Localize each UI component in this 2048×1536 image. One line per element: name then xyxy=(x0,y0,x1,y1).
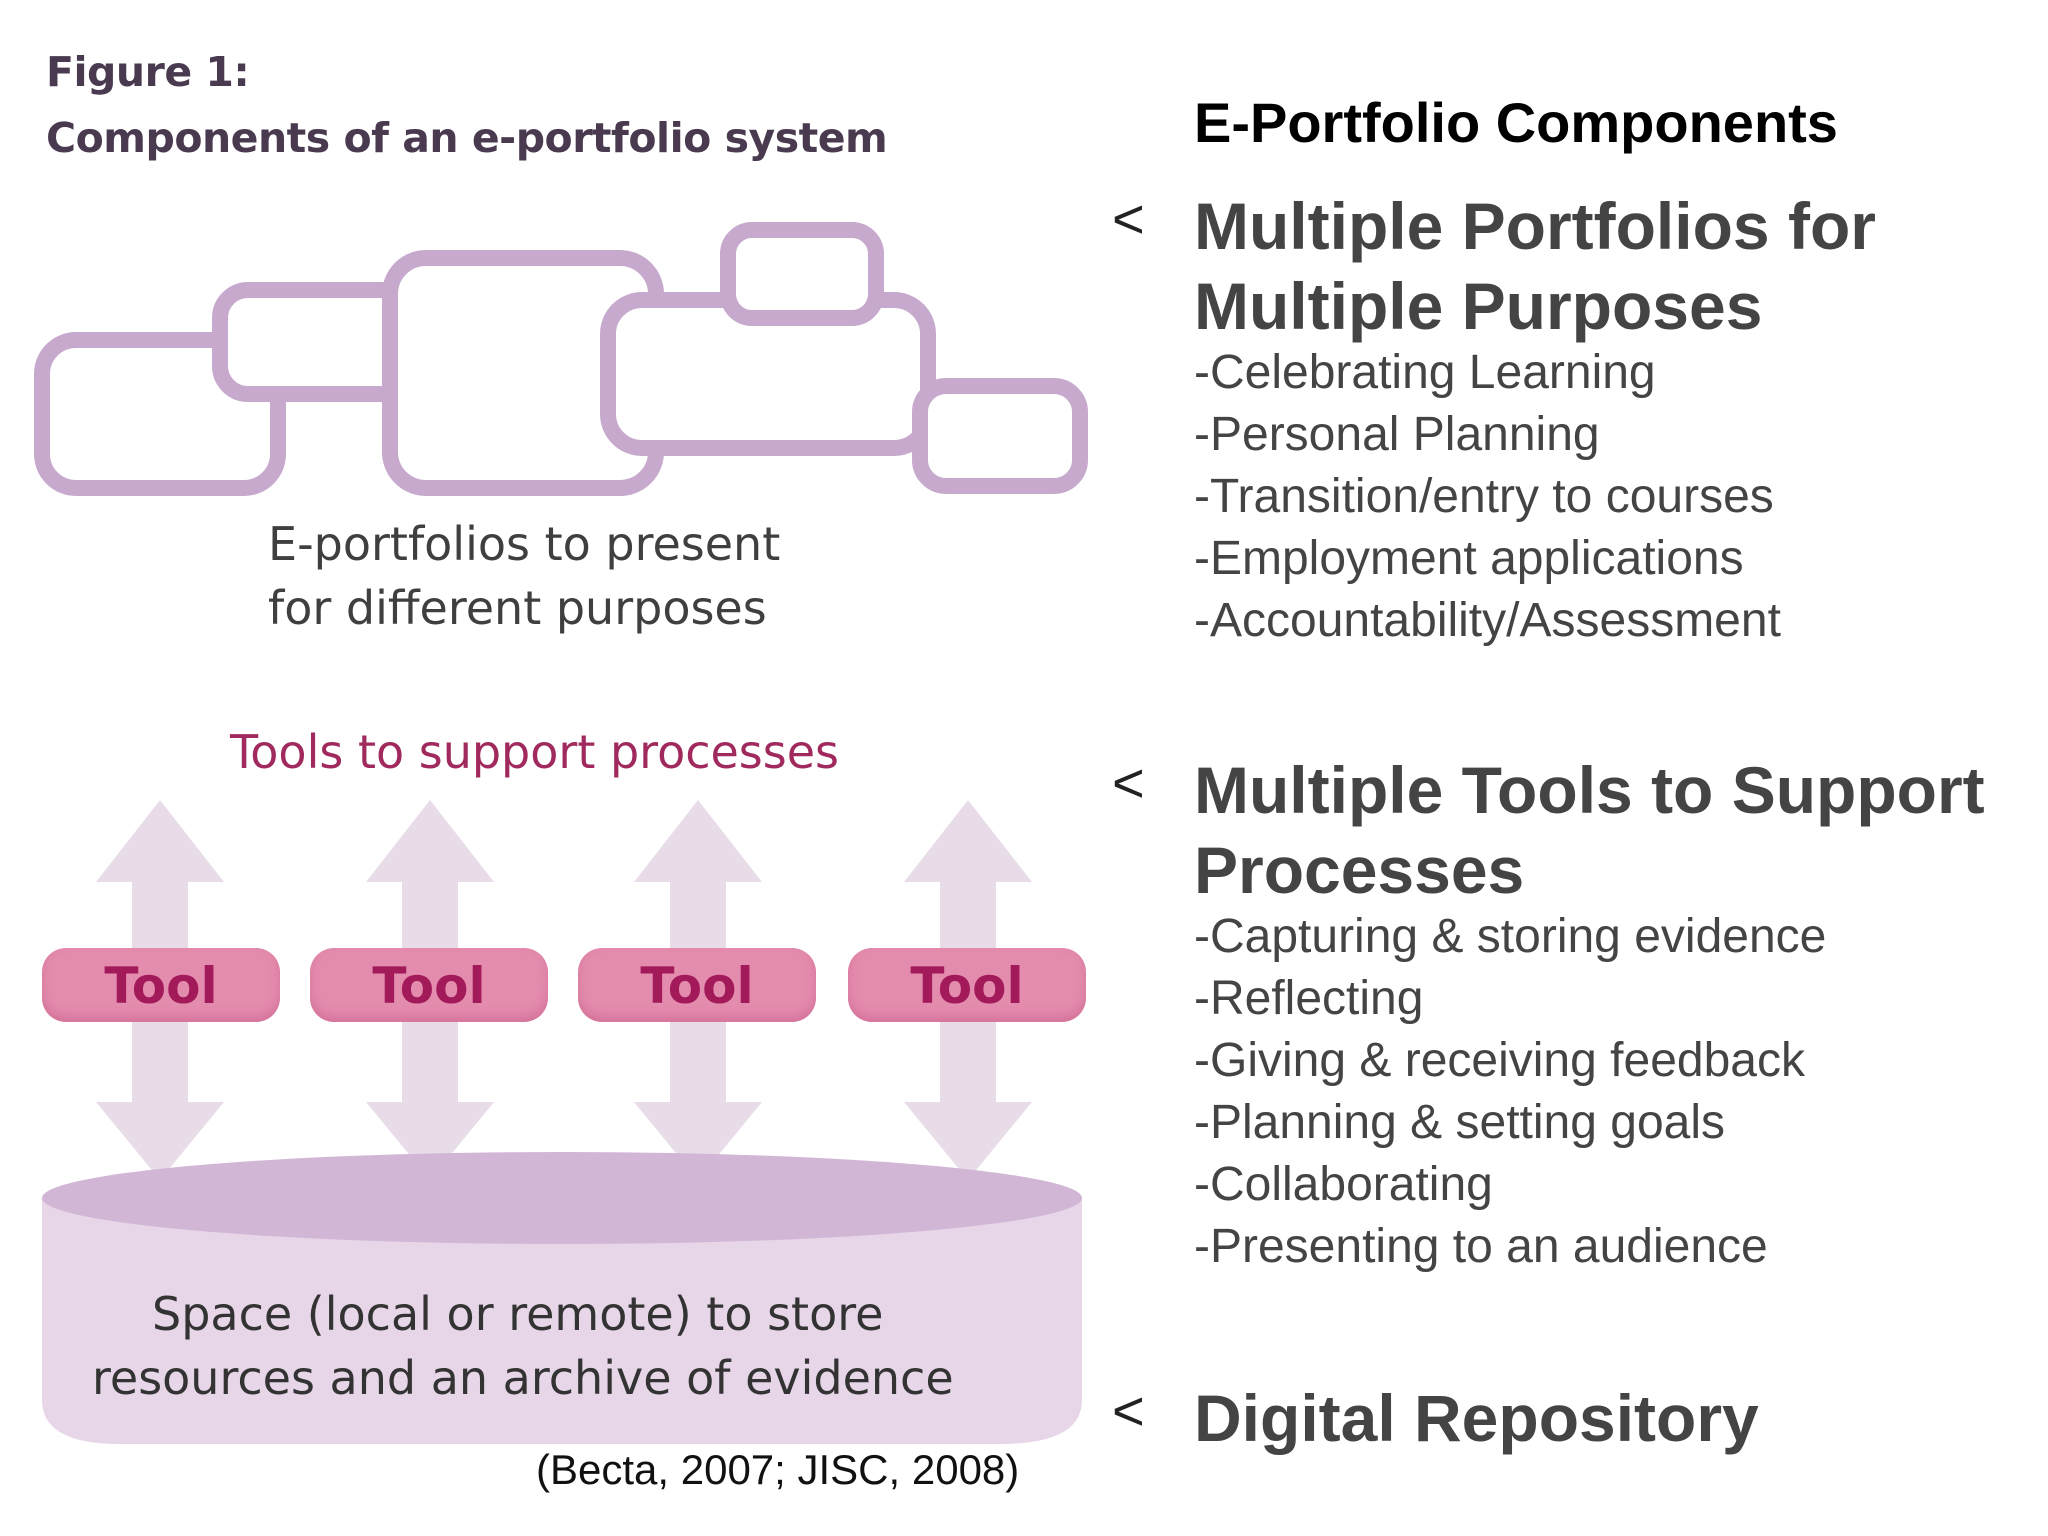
list-item: -Planning & setting goals xyxy=(1194,1096,1725,1149)
citation: (Becta, 2007; JISC, 2008) xyxy=(536,1446,1020,1493)
eportfolio-diagram: Figure 1: Components of an e-portfolio s… xyxy=(34,48,1088,1493)
tools-label: Tools to support processes xyxy=(230,725,840,779)
cylinder-body xyxy=(42,1198,1082,1444)
section-items: -Celebrating Learning -Personal Planning… xyxy=(1194,342,1781,652)
tool-box: Tool xyxy=(578,948,816,1022)
tool-box: Tool xyxy=(848,948,1086,1022)
figure-number: Figure 1: xyxy=(46,48,250,96)
outline-title: E-Portfolio Components xyxy=(1194,91,1838,154)
portfolio-box xyxy=(720,222,884,326)
bullet-marker: < xyxy=(1112,751,1145,814)
portfolio-boxes xyxy=(34,222,1088,496)
bullet-marker: < xyxy=(1112,187,1145,250)
section-heading-line1: Multiple Portfolios for xyxy=(1194,189,1876,263)
section-heading-line1: Digital Repository xyxy=(1194,1381,1759,1455)
storage-label-line2: resources and an archive of evidence xyxy=(92,1351,954,1405)
list-item: -Capturing & storing evidence xyxy=(1194,910,1827,963)
cylinder-top xyxy=(42,1152,1082,1244)
section-items: -Capturing & storing evidence -Reflectin… xyxy=(1194,906,1826,1278)
list-item: -Giving & receiving feedback xyxy=(1194,1034,1805,1087)
portfolios-label-line2: for different purposes xyxy=(268,581,767,635)
section-heading-line2: Multiple Purposes xyxy=(1194,269,1763,343)
list-item: -Presenting to an audience xyxy=(1194,1220,1768,1273)
list-item: -Employment applications xyxy=(1194,532,1744,585)
section-heading: Multiple Portfolios for Multiple Purpose… xyxy=(1194,186,2048,346)
list-item: -Reflecting xyxy=(1194,972,1424,1025)
tool-box: Tool xyxy=(42,948,280,1022)
bullet-marker: < xyxy=(1112,1379,1145,1442)
tool-box: Tool xyxy=(310,948,548,1022)
list-item: -Collaborating xyxy=(1194,1158,1493,1211)
portfolio-box xyxy=(912,378,1088,494)
section-heading-line2: Processes xyxy=(1194,833,1525,907)
list-item: -Accountability/Assessment xyxy=(1194,594,1781,647)
portfolios-label-line1: E-portfolios to present xyxy=(268,517,781,571)
figure-title: Components of an e-portfolio system xyxy=(46,114,888,162)
section-heading: Digital Repository xyxy=(1194,1378,2048,1458)
list-item: -Celebrating Learning xyxy=(1194,346,1656,399)
storage-cylinder xyxy=(42,1152,1082,1444)
storage-label-line1: Space (local or remote) to store xyxy=(152,1287,884,1341)
list-item: -Personal Planning xyxy=(1194,408,1600,461)
section-heading: Multiple Tools to Support Processes xyxy=(1194,750,2048,910)
section-heading-line1: Multiple Tools to Support xyxy=(1194,753,1985,827)
list-item: -Transition/entry to courses xyxy=(1194,470,1774,523)
